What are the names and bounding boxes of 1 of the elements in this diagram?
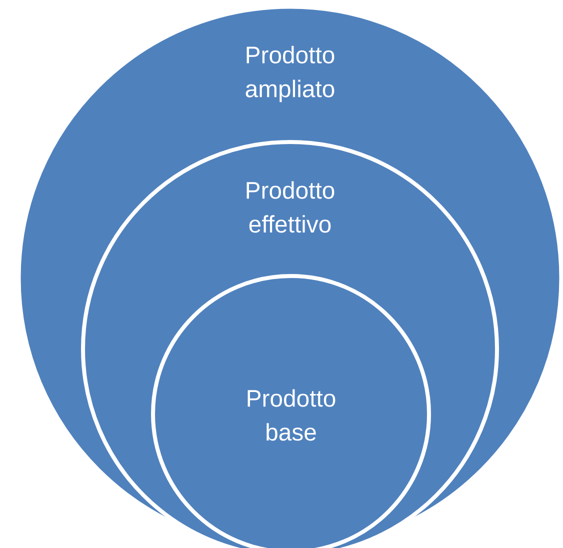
node-label: Prodotto effettivo <box>246 181 334 233</box>
